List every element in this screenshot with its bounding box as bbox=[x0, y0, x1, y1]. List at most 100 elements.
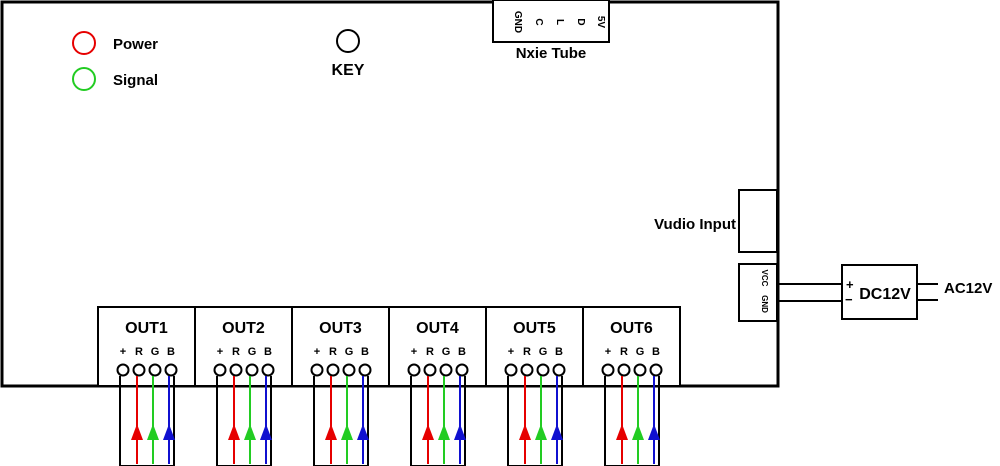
wire-arrow-icon bbox=[163, 424, 175, 440]
output-port-label: OUT1 bbox=[125, 320, 168, 337]
dc-adapter-box bbox=[841, 264, 918, 320]
wire-arrow-icon bbox=[228, 424, 240, 440]
output-pin-label: R bbox=[329, 346, 337, 358]
output-pin-label: R bbox=[620, 346, 628, 358]
output-pin-label: G bbox=[345, 346, 354, 358]
output-wires bbox=[216, 376, 272, 466]
output-pin-label: + bbox=[605, 346, 611, 358]
nixie-pin-l: L bbox=[554, 19, 565, 25]
output-pin-terminal bbox=[245, 363, 259, 377]
output-wires bbox=[119, 376, 175, 466]
output-pin-label: B bbox=[264, 346, 272, 358]
adapter-minus-sign: − bbox=[845, 292, 853, 307]
wire-arrow-icon bbox=[454, 424, 466, 440]
wire-arrow-icon bbox=[535, 424, 547, 440]
output-pin-terminal bbox=[213, 363, 227, 377]
output-wires bbox=[507, 376, 563, 466]
output-port-label: OUT4 bbox=[416, 320, 459, 337]
output-pin-label: R bbox=[232, 346, 240, 358]
output-pin-label: R bbox=[523, 346, 531, 358]
wire-arrow-icon bbox=[244, 424, 256, 440]
audio-input-label: Vudio Input bbox=[654, 216, 736, 233]
power-label: Power bbox=[113, 36, 158, 53]
output-pin-label: + bbox=[411, 346, 417, 358]
output-pin-terminal bbox=[520, 363, 534, 377]
output-pin-terminal bbox=[358, 363, 372, 377]
power-led-icon bbox=[72, 31, 96, 55]
output-pin-terminal bbox=[649, 363, 663, 377]
wire-loop bbox=[313, 376, 369, 466]
output-port-box bbox=[194, 306, 293, 387]
wire-loop bbox=[216, 376, 272, 466]
audio-input-jack bbox=[738, 189, 778, 253]
output-wires bbox=[313, 376, 369, 466]
wire-arrow-icon bbox=[325, 424, 337, 440]
output-pin-label: R bbox=[135, 346, 143, 358]
wire-arrow-icon bbox=[147, 424, 159, 440]
output-port-box bbox=[291, 306, 390, 387]
nixie-pin-5v: 5V bbox=[595, 16, 606, 29]
wire-arrow-icon bbox=[648, 424, 660, 440]
wire-arrow-icon bbox=[357, 424, 369, 440]
wire-arrow-icon bbox=[422, 424, 434, 440]
wire-arrow-icon bbox=[632, 424, 644, 440]
dc-adapter: + − DC12V AC12V bbox=[841, 264, 992, 320]
wire-arrow-icon bbox=[131, 424, 143, 440]
key-label: KEY bbox=[332, 62, 365, 79]
key-button: KEY bbox=[332, 29, 365, 79]
output-pin-label: G bbox=[539, 346, 548, 358]
wire-arrow-icon bbox=[616, 424, 628, 440]
output-pin-label: + bbox=[217, 346, 223, 358]
output-pin-label: B bbox=[167, 346, 175, 358]
power-connector-box bbox=[738, 263, 778, 322]
output-pin-label: + bbox=[508, 346, 514, 358]
audio-input: Vudio Input bbox=[654, 189, 778, 253]
signal-led-icon bbox=[72, 67, 96, 91]
output-pin-terminal bbox=[116, 363, 130, 377]
power-pin-vcc: VCC bbox=[760, 270, 769, 287]
power-indicator: Power bbox=[72, 31, 158, 55]
key-button-icon bbox=[336, 29, 360, 53]
output-pin-label: B bbox=[555, 346, 563, 358]
output-pin-terminal bbox=[536, 363, 550, 377]
wire-loop bbox=[410, 376, 466, 466]
wire-loop bbox=[119, 376, 175, 466]
output-port-box bbox=[97, 306, 196, 387]
output-pin-terminal bbox=[552, 363, 566, 377]
output-pin-terminal bbox=[326, 363, 340, 377]
ac-label: AC12V bbox=[944, 280, 992, 297]
output-port-label: OUT6 bbox=[610, 320, 653, 337]
output-pin-label: G bbox=[636, 346, 645, 358]
output-pin-terminal bbox=[455, 363, 469, 377]
nixie-title: Nxie Tube bbox=[516, 45, 587, 62]
wire-arrow-icon bbox=[438, 424, 450, 440]
output-pin-label: B bbox=[458, 346, 466, 358]
output-port-box bbox=[485, 306, 584, 387]
output-pin-terminal bbox=[601, 363, 615, 377]
wire-arrow-icon bbox=[519, 424, 531, 440]
output-port-label: OUT2 bbox=[222, 320, 265, 337]
output-pin-terminal bbox=[617, 363, 631, 377]
output-pin-terminal bbox=[261, 363, 275, 377]
wire-loop bbox=[507, 376, 563, 466]
output-port-box bbox=[582, 306, 681, 387]
output-pin-label: G bbox=[442, 346, 451, 358]
output-wires bbox=[604, 376, 660, 466]
output-pin-terminal bbox=[342, 363, 356, 377]
output-port-box bbox=[388, 306, 487, 387]
nixie-connector: GND C L D 5V Nxie Tube bbox=[492, 0, 610, 62]
adapter-plus-sign: + bbox=[846, 277, 854, 292]
signal-label: Signal bbox=[113, 72, 158, 89]
output-pin-label: + bbox=[314, 346, 320, 358]
output-pin-terminal bbox=[504, 363, 518, 377]
nixie-pin-c: C bbox=[533, 18, 544, 25]
signal-indicator: Signal bbox=[72, 67, 158, 91]
output-pin-terminal bbox=[229, 363, 243, 377]
output-pin-terminal bbox=[132, 363, 146, 377]
